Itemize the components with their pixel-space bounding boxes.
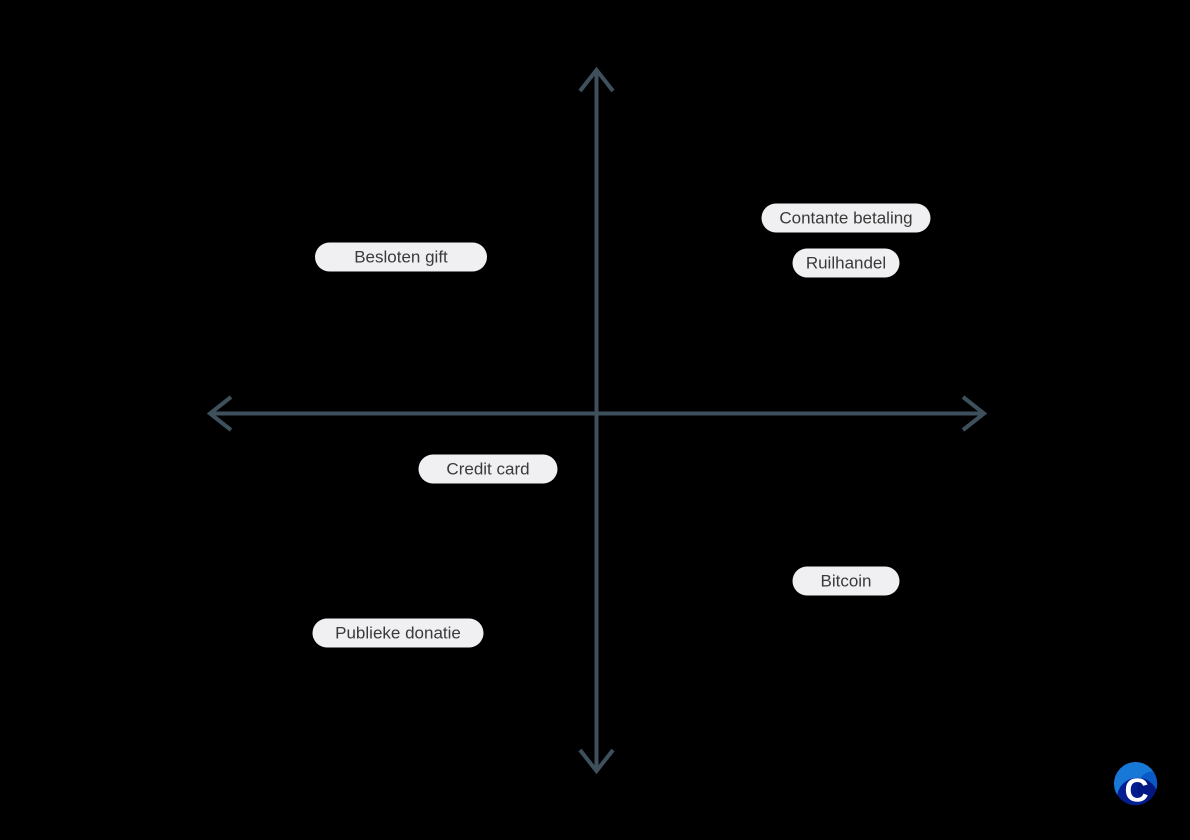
logo-circle-light-blue [1137,771,1170,804]
node-pill-bitcoin[interactable]: Bitcoin [792,566,900,596]
axes-group [206,66,988,775]
node-label: Bitcoin [820,571,872,591]
node-label: Publieke donatie [335,623,461,643]
node-label: Credit card [446,459,530,479]
logo-glyph: C [1124,772,1148,809]
node-pill-credit-card[interactable]: Credit card [418,454,558,484]
coggle-logo[interactable]: C [1111,761,1170,820]
node-label: Ruilhandel [805,253,887,273]
node-pill-publieke-donatie[interactable]: Publieke donatie [312,618,484,648]
node-label: Contante betaling [779,208,913,228]
arrowhead-down-icon [578,748,615,775]
node-pill-contante-betaling[interactable]: Contante betaling [761,203,931,233]
node-pill-ruilhandel[interactable]: Ruilhandel [792,248,900,278]
coggle-logo-icon: C [1113,761,1170,820]
node-label: Besloten gift [354,247,448,267]
arrowhead-up-icon [578,66,615,93]
arrowhead-left-icon [206,395,233,432]
arrowhead-right-icon [961,395,988,432]
node-pill-besloten-gift[interactable]: Besloten gift [315,242,487,272]
